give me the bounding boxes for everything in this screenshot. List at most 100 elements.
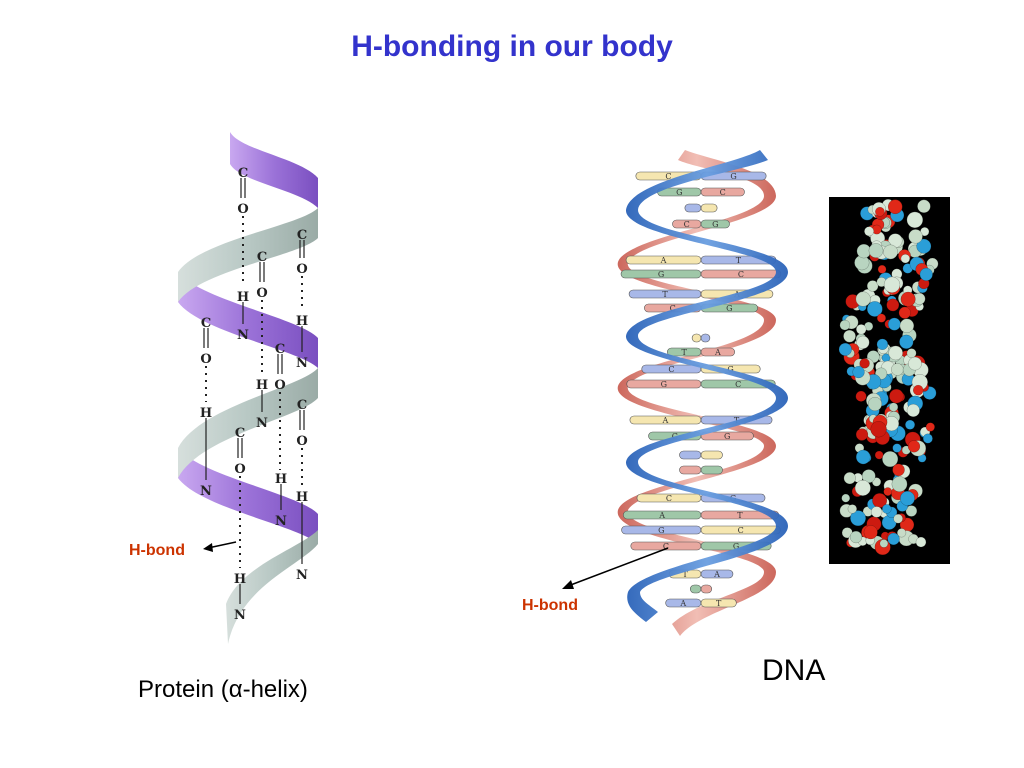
base-letter: A bbox=[679, 599, 686, 608]
atom-label: O bbox=[200, 352, 211, 367]
base-letter: T bbox=[716, 599, 722, 608]
base-pair bbox=[691, 333, 711, 343]
base-right bbox=[700, 450, 723, 460]
atom-sphere bbox=[906, 403, 920, 418]
base-pair bbox=[684, 203, 718, 213]
atom-sphere bbox=[917, 199, 931, 214]
base-pair bbox=[679, 450, 723, 460]
atom-label: H bbox=[200, 406, 212, 421]
atom-label: O bbox=[256, 286, 267, 301]
atom-sphere bbox=[879, 539, 889, 548]
base-right bbox=[700, 219, 730, 229]
base-letter: G bbox=[661, 380, 667, 389]
helix-front-segment bbox=[178, 208, 318, 302]
atom-sphere bbox=[855, 291, 871, 307]
atom-label: C bbox=[257, 250, 267, 265]
atom-sphere bbox=[875, 206, 885, 217]
slide-title: H-bonding in our body bbox=[351, 30, 673, 63]
atom-sphere bbox=[886, 298, 900, 312]
base-left bbox=[689, 584, 702, 594]
base-letter: C bbox=[670, 304, 676, 313]
base-right bbox=[700, 598, 737, 608]
atom-label: O bbox=[234, 462, 245, 477]
atom-sphere bbox=[864, 226, 875, 237]
atom-sphere bbox=[866, 280, 879, 292]
atom-sphere bbox=[859, 358, 870, 369]
atom-label: N bbox=[237, 328, 249, 343]
helix-back-segment bbox=[178, 272, 318, 368]
atom-sphere bbox=[899, 318, 915, 333]
atom-label: C bbox=[238, 166, 248, 181]
atom-sphere bbox=[881, 504, 892, 514]
atom-sphere bbox=[854, 479, 871, 496]
base-right bbox=[700, 333, 711, 343]
atom-sphere bbox=[925, 422, 935, 432]
atom-label: C bbox=[297, 228, 307, 243]
atom-sphere bbox=[850, 510, 867, 527]
base-letter: A bbox=[714, 348, 721, 357]
atom-label: C bbox=[297, 398, 307, 413]
atom-label: H bbox=[275, 472, 287, 487]
atom-sphere bbox=[843, 471, 856, 485]
atom-label: N bbox=[275, 514, 287, 529]
base-letter: C bbox=[666, 494, 672, 503]
atom-sphere bbox=[847, 504, 858, 514]
atom-label: C bbox=[201, 316, 211, 331]
helix-back-segment bbox=[178, 448, 318, 544]
base-letter: C bbox=[738, 526, 744, 535]
atom-sphere bbox=[843, 329, 856, 343]
atom-sphere bbox=[866, 301, 883, 317]
base-letter: A bbox=[713, 570, 720, 579]
atom-sphere bbox=[891, 476, 908, 493]
base-letter: A bbox=[658, 511, 665, 520]
atom-sphere bbox=[896, 528, 907, 538]
atom-sphere bbox=[876, 338, 889, 351]
base-letter: G bbox=[726, 304, 732, 313]
helix-front-segment bbox=[226, 530, 318, 644]
base-right bbox=[700, 584, 713, 594]
base-letter: C bbox=[663, 542, 669, 551]
atom-sphere bbox=[900, 253, 911, 264]
dna-strand-back bbox=[617, 150, 776, 636]
atom-sphere bbox=[874, 450, 884, 460]
atom-label: O bbox=[296, 434, 307, 449]
base-letter: G bbox=[727, 365, 733, 374]
base-right bbox=[700, 465, 723, 475]
atom-sphere bbox=[888, 402, 899, 412]
atom-label: O bbox=[296, 262, 307, 277]
atom-sphere bbox=[855, 449, 871, 465]
atom-sphere bbox=[891, 363, 904, 376]
atom-sphere bbox=[838, 342, 852, 356]
atom-sphere bbox=[863, 525, 878, 540]
base-letter: G bbox=[730, 172, 736, 181]
atom-label: C bbox=[235, 426, 245, 441]
base-letter: T bbox=[662, 290, 668, 299]
base-letter: A bbox=[660, 256, 667, 265]
protein-hbond-label: H-bond bbox=[129, 542, 185, 559]
atom-sphere bbox=[867, 396, 883, 412]
atom-sphere bbox=[841, 493, 851, 503]
helix-back-segment bbox=[230, 132, 318, 208]
base-letter: T bbox=[737, 511, 743, 520]
base-letter: C bbox=[720, 188, 726, 197]
base-letter: C bbox=[684, 220, 690, 229]
protein-hydrogen-bonds bbox=[203, 178, 305, 604]
atom-sphere bbox=[877, 264, 887, 274]
base-letter: T bbox=[736, 256, 742, 265]
atom-label: O bbox=[274, 378, 285, 393]
atom-sphere bbox=[899, 334, 914, 349]
base-right bbox=[700, 203, 718, 213]
base-pair bbox=[689, 584, 713, 594]
protein-alpha-helix-ribbon bbox=[178, 132, 318, 644]
atom-label: N bbox=[296, 568, 308, 583]
helix-front-segment bbox=[178, 368, 318, 478]
base-left bbox=[679, 450, 702, 460]
atom-sphere bbox=[883, 244, 898, 260]
base-letter: A bbox=[662, 416, 669, 425]
dna-double-helix: CGGCCGATGCTACGTACGGCATCGCGATGCCGTAAT bbox=[617, 150, 788, 636]
